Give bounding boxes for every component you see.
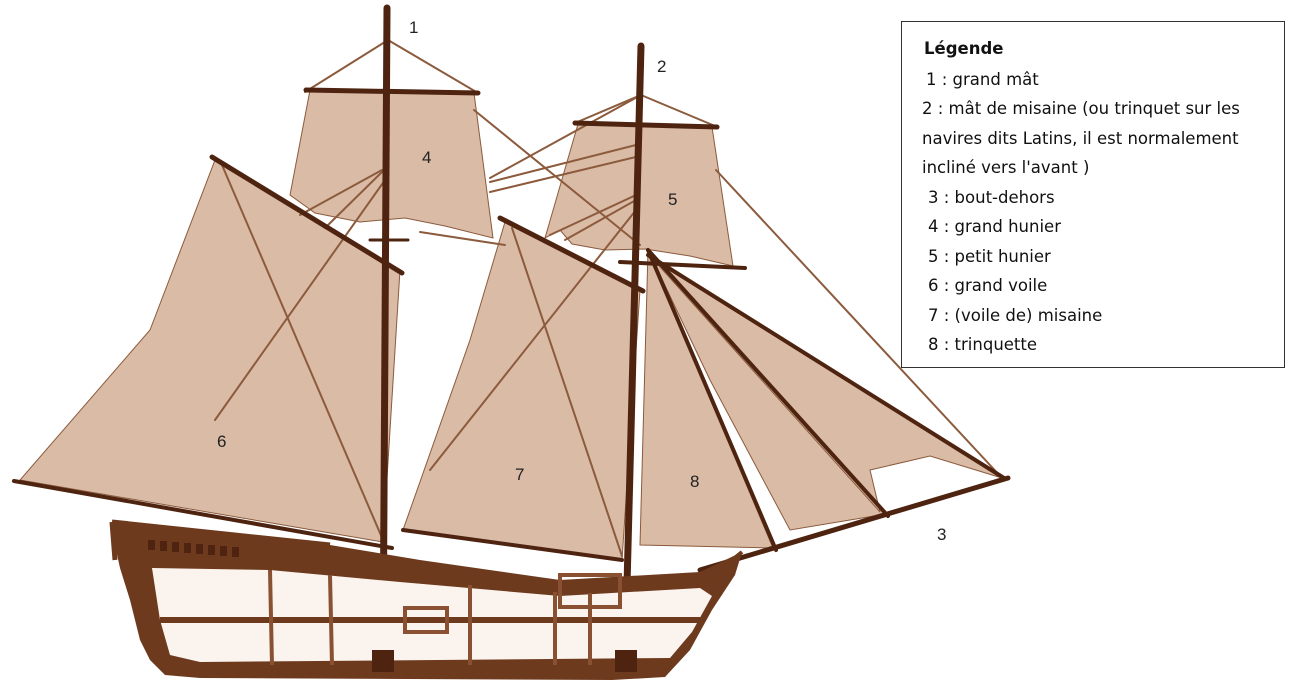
- hull: [110, 522, 742, 680]
- fore-mast-step: [615, 650, 637, 672]
- label-4: 4: [422, 148, 431, 167]
- label-6: 6: [217, 432, 226, 451]
- label-2: 2: [657, 57, 666, 76]
- label-7: 7: [515, 465, 524, 484]
- legend-item: 7 : (voile de) misaine: [924, 301, 1274, 331]
- legend-title: Légende: [924, 34, 1274, 64]
- main-mast-step: [372, 650, 394, 672]
- legend-box: Légende 1 : grand mât 2 : mât de misaine…: [901, 21, 1285, 368]
- sail-grand-hunier: [290, 90, 493, 238]
- label-8: 8: [690, 472, 699, 491]
- legend-item: 2 : mât de misaine (ou trinquet sur les …: [922, 94, 1274, 183]
- legend-item: 5 : petit hunier: [924, 242, 1274, 272]
- legend-item: 4 : grand hunier: [924, 212, 1274, 242]
- legend-item: 8 : trinquette: [924, 330, 1274, 360]
- main-topsail-yard: [306, 90, 478, 93]
- label-1: 1: [409, 18, 418, 37]
- label-3: 3: [937, 525, 946, 544]
- stay: [305, 40, 388, 92]
- stay: [641, 95, 715, 126]
- legend-item: 6 : grand voile: [924, 271, 1274, 301]
- stay: [575, 95, 641, 123]
- legend-item: 1 : grand mât: [924, 65, 1274, 95]
- sails: [20, 90, 1002, 560]
- legend-item: 3 : bout-dehors: [924, 183, 1274, 213]
- label-5: 5: [668, 190, 677, 209]
- stay: [388, 40, 478, 93]
